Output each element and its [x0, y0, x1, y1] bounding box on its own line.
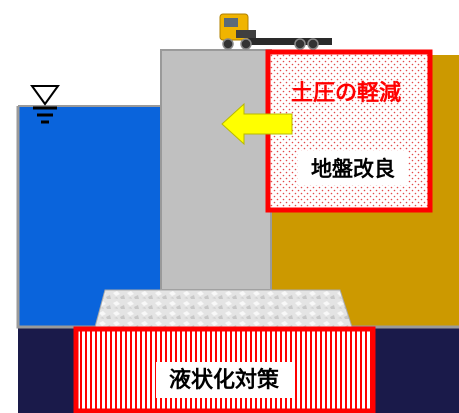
water-level-symbol: [30, 85, 60, 124]
label-earth-pressure-reduction: 土圧の軽減: [291, 80, 401, 106]
label-ground-improvement: 地盤改良: [311, 157, 395, 181]
caisson-wall: [160, 49, 272, 291]
rubble-mound: [94, 289, 353, 328]
label-liquefaction-countermeasure: 液状化対策: [169, 367, 280, 393]
arrow-left-icon: [221, 102, 293, 146]
truck-icon: [219, 13, 332, 50]
